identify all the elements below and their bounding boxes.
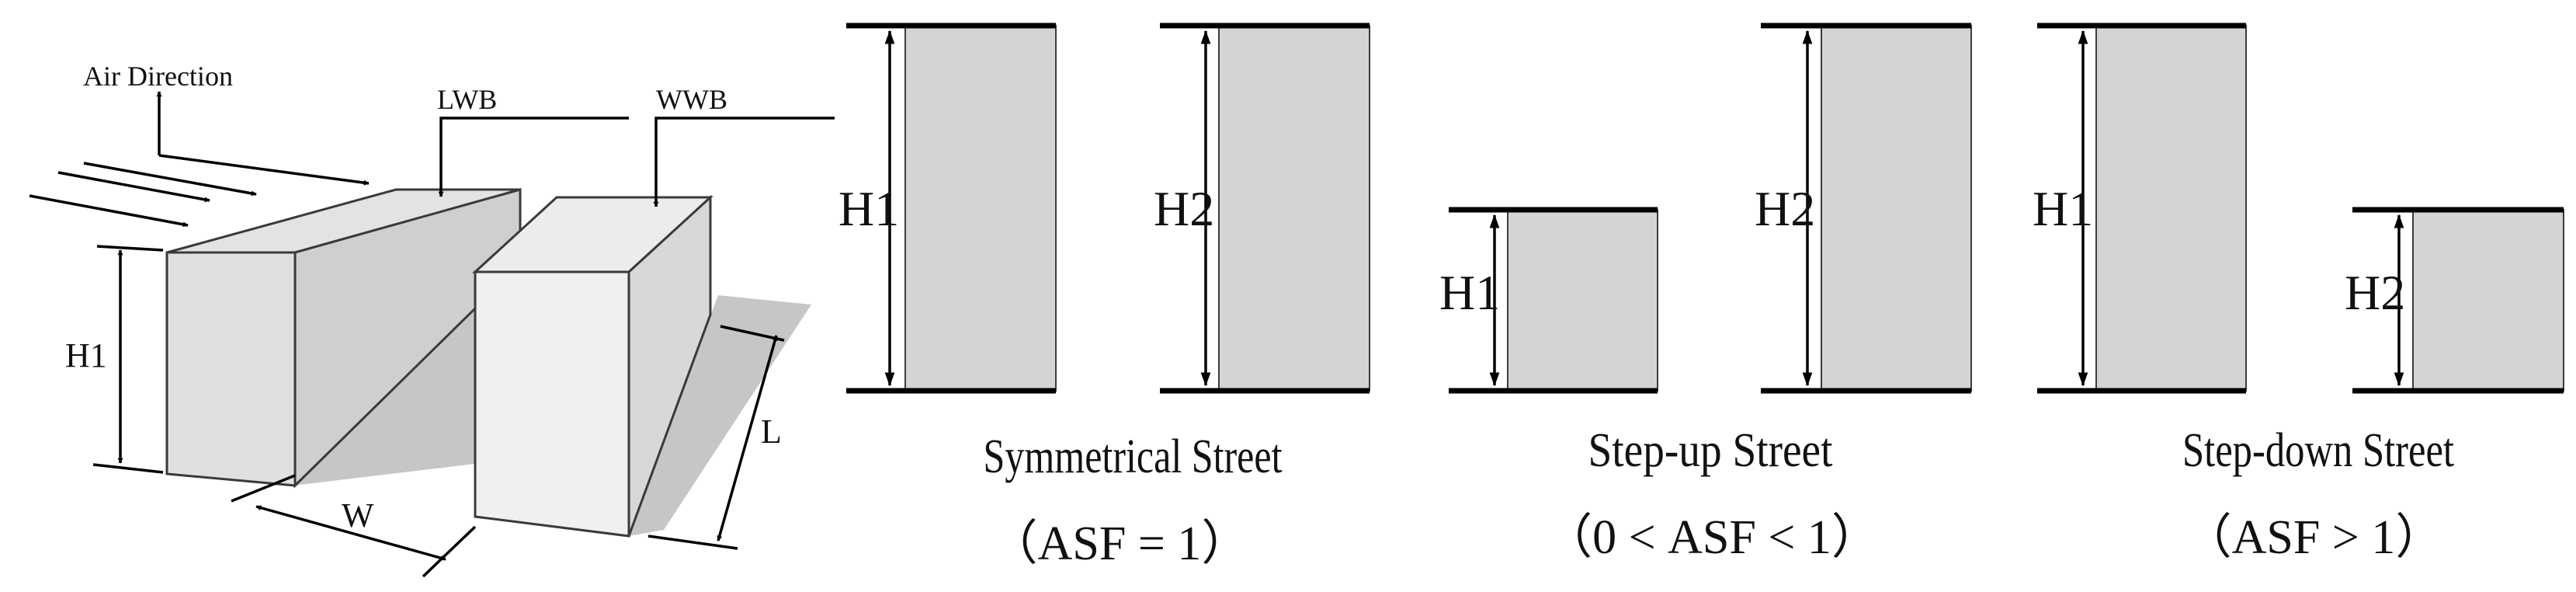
isometric-canyon-diagram: Air Direction LWB WWB H1 W L bbox=[29, 61, 835, 578]
panel-step-down: H1 H2 Step-down Street （ASF > 1） bbox=[2033, 23, 2564, 564]
h1-label: H1 bbox=[65, 336, 107, 374]
height-label-right: H2 bbox=[1755, 181, 1815, 236]
building-left bbox=[904, 25, 1057, 392]
panel-title: Step-down Street bbox=[2182, 424, 2454, 477]
air-direction-label: Air Direction bbox=[83, 61, 233, 92]
building-left bbox=[2095, 25, 2247, 392]
height-label-left: H1 bbox=[838, 181, 899, 236]
l-ext-bottom bbox=[647, 535, 738, 550]
w-dimension-arrow bbox=[255, 505, 446, 561]
building-right bbox=[1821, 25, 1972, 392]
h1-ext-bottom bbox=[92, 463, 164, 474]
wwb-side-face bbox=[627, 194, 712, 537]
lwb-label: LWB bbox=[437, 84, 497, 115]
wwb-callout bbox=[653, 117, 835, 207]
asf-condition: （0 < ASF < 1） bbox=[1544, 511, 1880, 564]
l-label: L bbox=[761, 413, 782, 451]
asf-condition: （ASF = 1） bbox=[990, 517, 1250, 570]
w-label: W bbox=[342, 496, 374, 535]
building-left bbox=[1507, 209, 1658, 392]
air-flow-arrows bbox=[29, 91, 370, 228]
h1-ext-top bbox=[96, 245, 164, 252]
w-ext-right bbox=[422, 525, 477, 578]
panel-symmetrical: H1 H2 Symmetrical Street （ASF = 1） bbox=[838, 23, 1370, 570]
height-label-left: H1 bbox=[2033, 181, 2093, 236]
lwb-callout bbox=[438, 117, 629, 197]
l-dimension-arrow bbox=[717, 335, 778, 542]
panel-title: Step-up Street bbox=[1588, 424, 1833, 477]
wwb-front-face bbox=[474, 270, 630, 538]
wwb-label: WWB bbox=[656, 84, 727, 115]
panel-step-up: H1 H2 Step-up Street （0 < ASF < 1） bbox=[1439, 23, 1972, 564]
height-label-right: H2 bbox=[2345, 265, 2405, 320]
panel-title: Symmetrical Street bbox=[984, 430, 1283, 483]
building-right bbox=[1218, 25, 1370, 392]
height-label-right: H2 bbox=[1154, 181, 1214, 236]
asf-condition: （ASF > 1） bbox=[2184, 511, 2444, 564]
lwb-front-face bbox=[165, 251, 297, 487]
building-right bbox=[2412, 209, 2564, 392]
height-label-left: H1 bbox=[1439, 265, 1500, 320]
w-ext-left bbox=[231, 474, 296, 503]
